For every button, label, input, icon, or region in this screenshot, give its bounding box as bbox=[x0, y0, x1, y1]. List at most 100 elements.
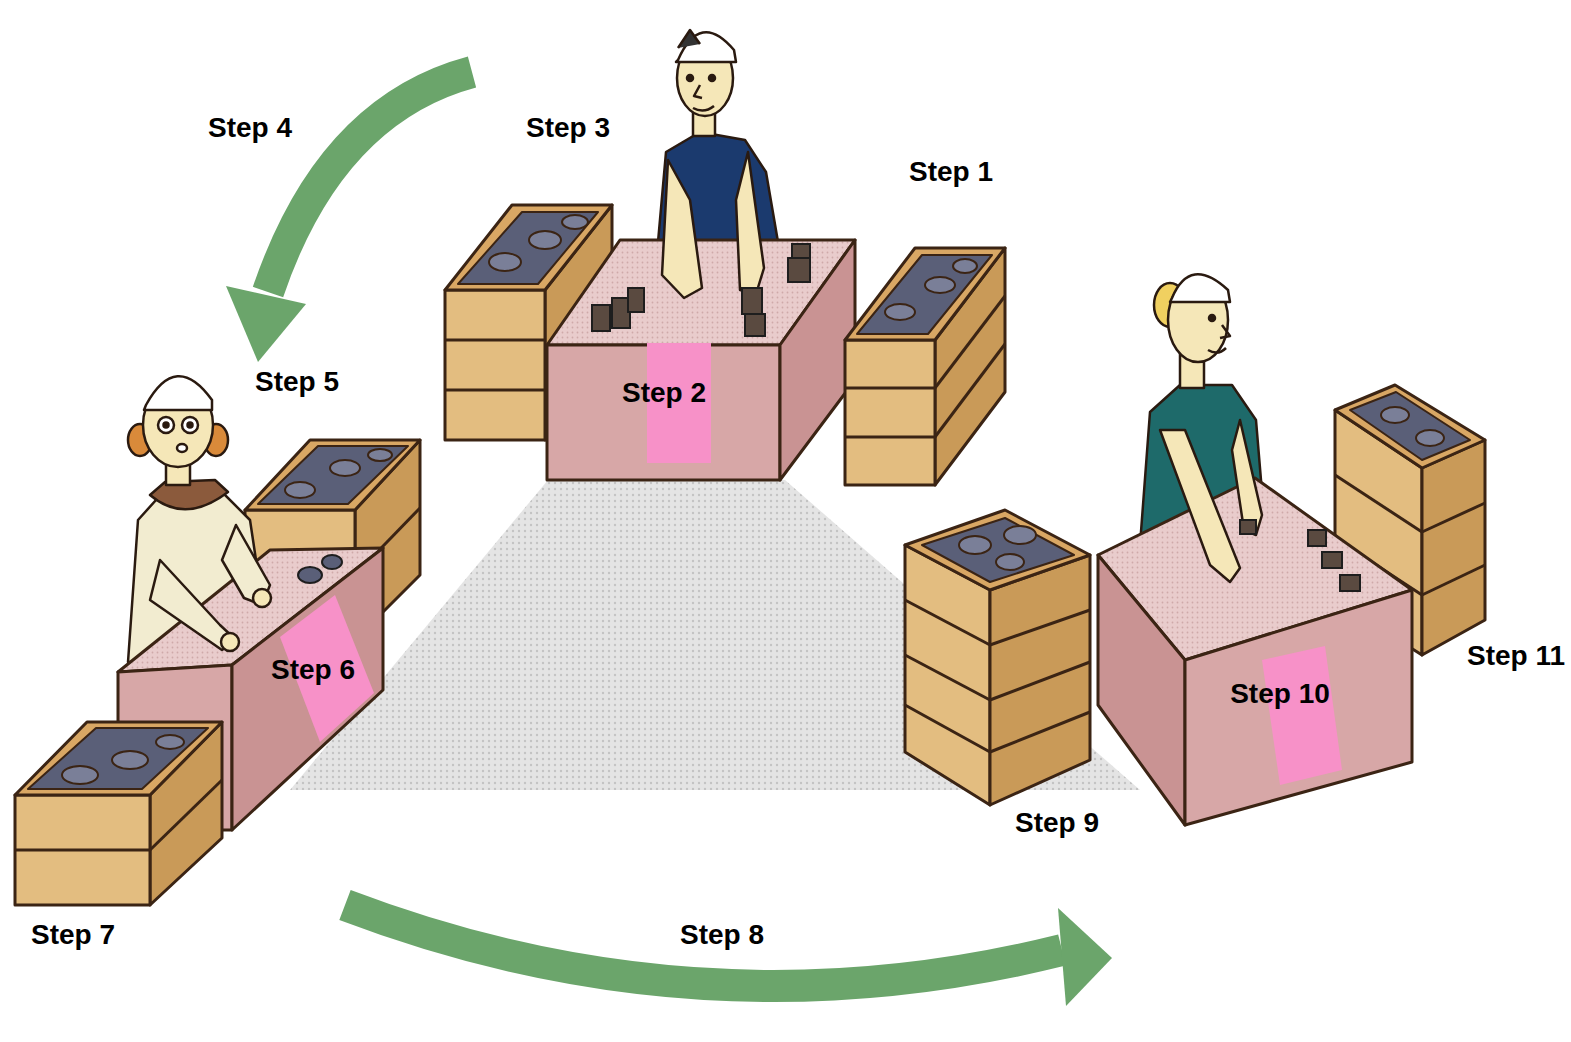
step-band: Step 6 bbox=[280, 595, 375, 742]
crate-stack-part bbox=[1381, 407, 1409, 423]
parts-part bbox=[1340, 575, 1360, 591]
crate-stack-part bbox=[1335, 475, 1422, 532]
worker-arms bbox=[662, 152, 764, 298]
worker-part bbox=[188, 423, 193, 428]
band-outline bbox=[1262, 646, 1342, 785]
crate-stack-part bbox=[285, 482, 315, 498]
crate-stack-part bbox=[922, 518, 1074, 582]
step-band: Step 10 bbox=[1262, 646, 1342, 785]
work-table-part bbox=[1185, 590, 1412, 825]
parts-part bbox=[592, 305, 610, 331]
step-label: Step 7 bbox=[31, 919, 115, 951]
flow-arrow bbox=[345, 905, 1112, 1006]
parts bbox=[592, 244, 810, 336]
parts-part bbox=[1308, 530, 1326, 546]
crate-stack-part bbox=[990, 662, 1090, 700]
worker-arms-part bbox=[736, 152, 764, 294]
worker-part bbox=[694, 85, 702, 98]
flow-arrow-shaft bbox=[345, 905, 1062, 986]
crate-stack-part bbox=[990, 712, 1090, 752]
crate-stack-part bbox=[935, 344, 1005, 437]
crate-stack-part bbox=[1422, 440, 1485, 655]
crate-stack-part bbox=[996, 554, 1024, 570]
crate-stack-part bbox=[330, 460, 360, 476]
crate-stack-part bbox=[990, 555, 1090, 805]
worker-part bbox=[678, 30, 700, 48]
crate-stack bbox=[15, 722, 222, 905]
crate-stack-part bbox=[905, 705, 990, 752]
band-fill bbox=[1262, 646, 1342, 785]
step-label: Step 2 bbox=[622, 377, 706, 409]
crate-stack-part bbox=[925, 277, 955, 293]
work-table-part bbox=[1098, 555, 1185, 825]
parts-part bbox=[322, 555, 342, 569]
crate-stack-part bbox=[62, 766, 98, 784]
parts-part bbox=[1322, 552, 1342, 568]
crate-stack-part bbox=[1335, 385, 1485, 468]
step-label: Step 9 bbox=[1015, 807, 1099, 839]
worker-part bbox=[1209, 315, 1215, 321]
worker-arms-part bbox=[221, 633, 239, 651]
crate-stack-part bbox=[15, 795, 150, 905]
crate-stack-part bbox=[1422, 503, 1485, 532]
worker-part bbox=[1208, 348, 1226, 353]
crate-stack-part bbox=[15, 849, 150, 852]
parts bbox=[1240, 520, 1360, 591]
crate-stack-part bbox=[156, 735, 184, 749]
crate-stack-part bbox=[529, 231, 561, 249]
crate-stack-part bbox=[489, 253, 521, 271]
crate-stack-part bbox=[905, 510, 1090, 590]
crate-stack-part bbox=[1422, 565, 1485, 595]
worker-part bbox=[1220, 325, 1230, 338]
worker-part bbox=[182, 417, 198, 433]
worker-arms-part bbox=[1160, 430, 1240, 582]
crate-stack-part bbox=[245, 440, 420, 510]
worker-part bbox=[158, 417, 174, 433]
parts bbox=[298, 555, 342, 583]
parts-part bbox=[792, 244, 810, 258]
step-label: Step 4 bbox=[208, 112, 292, 144]
step-label: Step 10 bbox=[1230, 678, 1330, 710]
crate-stack-part bbox=[953, 259, 977, 273]
step-label: Step 6 bbox=[271, 654, 355, 686]
crate-stack-part bbox=[150, 780, 222, 850]
step-label: Step 5 bbox=[255, 366, 339, 398]
step-band: Step 2 bbox=[647, 343, 711, 463]
worker-arms-part bbox=[662, 160, 702, 298]
parts-part bbox=[298, 567, 322, 583]
crate-stack-part bbox=[905, 655, 990, 700]
crate-stack-part bbox=[885, 304, 915, 320]
worker-part bbox=[693, 106, 714, 111]
crate-stack-part bbox=[112, 751, 148, 769]
worker-part bbox=[709, 75, 715, 81]
crate-stack-part bbox=[445, 290, 545, 440]
parts-part bbox=[628, 288, 644, 312]
parts-part bbox=[788, 258, 810, 282]
parts-part bbox=[742, 288, 762, 314]
crate-stack-part bbox=[845, 248, 1005, 340]
crate-stack-part bbox=[368, 449, 392, 461]
crate-stack-part bbox=[857, 255, 992, 334]
parts-part bbox=[1240, 520, 1256, 534]
worker-arms bbox=[150, 525, 271, 651]
step-label: Step 11 bbox=[1467, 640, 1565, 672]
crate-stack-part bbox=[445, 205, 612, 290]
crate-stack-part bbox=[562, 215, 588, 229]
crate-stack-part bbox=[445, 339, 545, 342]
crate-stack-part bbox=[845, 387, 935, 390]
worker-part bbox=[687, 75, 693, 81]
crate-stack-part bbox=[959, 536, 991, 554]
step-label: Step 1 bbox=[909, 156, 993, 188]
crate-stack-part bbox=[1416, 430, 1444, 446]
worker-arms bbox=[1160, 420, 1262, 582]
crate-stack-part bbox=[905, 600, 990, 645]
crate-stack-part bbox=[258, 446, 408, 504]
step-label: Step 8 bbox=[680, 919, 764, 951]
worker-arms-part bbox=[253, 589, 271, 607]
flow-arrow-head bbox=[226, 286, 306, 362]
crate-stack-part bbox=[990, 610, 1090, 645]
worker-part bbox=[164, 423, 169, 428]
crate-stack-part bbox=[15, 722, 222, 795]
